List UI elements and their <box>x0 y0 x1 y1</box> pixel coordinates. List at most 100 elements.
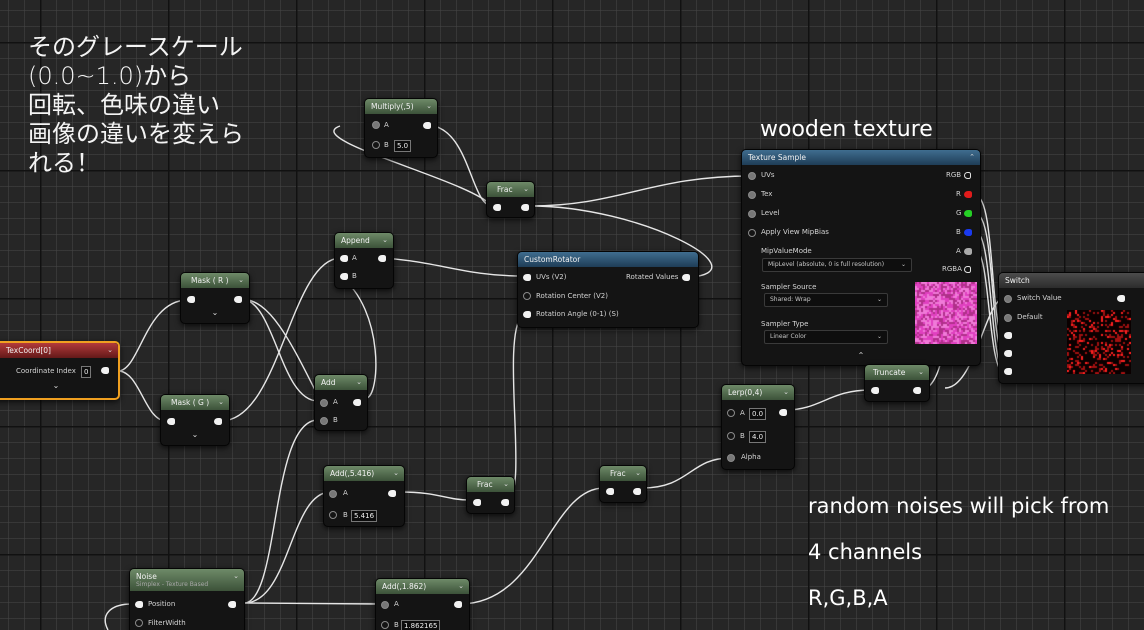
input-pin[interactable] <box>606 488 614 495</box>
output-pin-r[interactable] <box>964 191 972 198</box>
input-pin[interactable] <box>1004 295 1012 303</box>
node-header[interactable]: TexCoord[0]⌄ <box>0 343 118 358</box>
node-header[interactable]: Truncate⌄ <box>865 365 929 380</box>
output-pin[interactable] <box>682 274 690 281</box>
input-pin[interactable] <box>1004 368 1012 375</box>
sampler-type-dropdown[interactable]: Linear Color⌄ <box>764 330 888 344</box>
node-header[interactable]: Add(,5.416)⌄ <box>324 466 404 481</box>
chevron-down-icon[interactable]: ⌄ <box>393 469 399 477</box>
mask-r-node[interactable]: Mask ( R )⌄ ⌄ <box>180 272 250 324</box>
chevron-down-icon[interactable]: ⌄ <box>382 236 388 244</box>
input-pin[interactable] <box>340 255 348 262</box>
frac-node[interactable]: Frac⌄ <box>599 465 647 503</box>
expand-chevron-icon[interactable]: ⌄ <box>52 381 60 390</box>
add-node[interactable]: Add⌄ A B <box>314 374 368 431</box>
chevron-down-icon[interactable]: ⌄ <box>503 480 509 488</box>
input-pin[interactable] <box>135 601 143 608</box>
collapse-icon[interactable]: ⌃ <box>857 351 865 360</box>
chevron-down-icon[interactable]: ⌄ <box>458 582 464 590</box>
mip-value-mode-dropdown[interactable]: MipLevel (absolute, 0 is full resolution… <box>762 258 912 272</box>
output-pin[interactable] <box>423 122 431 129</box>
chevron-down-icon[interactable]: ⌄ <box>918 368 924 376</box>
input-pin[interactable] <box>372 141 380 149</box>
input-pin[interactable] <box>727 409 735 417</box>
custom-rotator-node[interactable]: CustomRotator UVs (V2) Rotated Values Ro… <box>517 251 699 328</box>
mask-g-node[interactable]: Mask ( G )⌄ ⌄ <box>160 394 230 446</box>
input-pin[interactable] <box>329 490 337 498</box>
input-pin[interactable] <box>871 387 879 394</box>
input-pin[interactable] <box>381 601 389 609</box>
node-header[interactable]: CustomRotator <box>518 252 698 267</box>
input-pin[interactable] <box>135 619 143 627</box>
multiply-node[interactable]: Multiply(,5)⌄ A B 5.0 <box>364 98 438 158</box>
node-header[interactable]: Switch <box>999 273 1144 288</box>
node-header[interactable]: Append⌄ <box>335 233 393 248</box>
output-pin[interactable] <box>228 601 236 608</box>
output-pin[interactable] <box>1117 295 1125 302</box>
expand-chevron-icon[interactable]: ⌄ <box>191 430 199 439</box>
input-pin[interactable] <box>1004 332 1012 339</box>
output-pin[interactable] <box>214 418 222 425</box>
output-pin[interactable] <box>521 204 529 211</box>
node-header[interactable]: Frac⌄ <box>467 477 514 492</box>
node-header[interactable]: Add(,1.862)⌄ <box>376 579 469 594</box>
b-value-field[interactable]: 5.0 <box>394 140 412 152</box>
input-pin[interactable] <box>320 399 328 407</box>
input-pin[interactable] <box>748 210 756 218</box>
a-value-field[interactable]: 0.0 <box>749 408 767 420</box>
collapse-icon[interactable]: ⌃ <box>969 153 975 161</box>
output-pin-g[interactable] <box>964 210 972 217</box>
node-header[interactable]: Frac⌄ <box>487 182 534 197</box>
chevron-down-icon[interactable]: ⌄ <box>233 572 239 580</box>
add-1862-node[interactable]: Add(,1.862)⌄ A B 1.862165 <box>375 578 470 630</box>
output-pin[interactable] <box>378 255 386 262</box>
expand-chevron-icon[interactable]: ⌄ <box>211 308 219 317</box>
b-value-field[interactable]: 1.862165 <box>401 620 441 630</box>
input-pin[interactable] <box>748 191 756 199</box>
input-pin[interactable] <box>187 296 195 303</box>
input-pin[interactable] <box>1004 314 1012 322</box>
node-header[interactable]: Add⌄ <box>315 375 367 390</box>
input-pin[interactable] <box>727 454 735 462</box>
input-pin[interactable] <box>727 432 735 440</box>
input-pin[interactable] <box>167 418 175 425</box>
output-pin[interactable] <box>913 387 921 394</box>
output-pin[interactable] <box>779 409 787 416</box>
input-pin[interactable] <box>493 204 501 211</box>
chevron-down-icon[interactable]: ⌄ <box>426 102 432 110</box>
input-pin[interactable] <box>1004 350 1012 357</box>
output-pin-b[interactable] <box>964 229 972 236</box>
b-value-field[interactable]: 4.0 <box>749 431 767 443</box>
input-pin[interactable] <box>473 499 481 506</box>
output-pin-a[interactable] <box>964 248 972 255</box>
node-header[interactable]: Mask ( R )⌄ <box>181 273 249 288</box>
chevron-down-icon[interactable]: ⌄ <box>238 276 244 284</box>
output-pin[interactable] <box>633 488 641 495</box>
output-pin[interactable] <box>234 296 242 303</box>
coordinate-index-field[interactable]: 0 <box>81 366 92 378</box>
input-pin[interactable] <box>381 621 389 629</box>
output-pin-rgb[interactable] <box>964 172 971 179</box>
add-5416-node[interactable]: Add(,5.416)⌄ A B 5.416 <box>323 465 405 527</box>
append-node[interactable]: Append⌄ A B <box>334 232 394 289</box>
b-value-field[interactable]: 5.416 <box>351 510 378 522</box>
chevron-down-icon[interactable]: ⌄ <box>635 469 641 477</box>
input-pin[interactable] <box>748 229 756 237</box>
input-pin[interactable] <box>748 172 756 180</box>
input-pin[interactable] <box>329 511 337 519</box>
chevron-down-icon[interactable]: ⌄ <box>523 185 529 193</box>
input-pin[interactable] <box>523 292 531 300</box>
chevron-down-icon[interactable]: ⌄ <box>107 346 113 354</box>
frac-node[interactable]: Frac⌄ <box>486 181 535 218</box>
output-pin[interactable] <box>388 490 396 497</box>
output-pin[interactable] <box>501 499 509 506</box>
switch-node[interactable]: Switch Switch Value Default <box>998 272 1144 384</box>
node-header[interactable]: Texture Sample⌃ <box>742 150 980 165</box>
output-pin[interactable] <box>101 367 109 374</box>
input-pin[interactable] <box>340 273 348 280</box>
input-pin[interactable] <box>523 311 531 318</box>
texture-sample-node[interactable]: Texture Sample⌃ UVs Tex Level Apply View… <box>741 149 981 366</box>
input-pin[interactable] <box>372 121 380 129</box>
node-header[interactable]: Lerp(0,4)⌄ <box>722 385 794 400</box>
